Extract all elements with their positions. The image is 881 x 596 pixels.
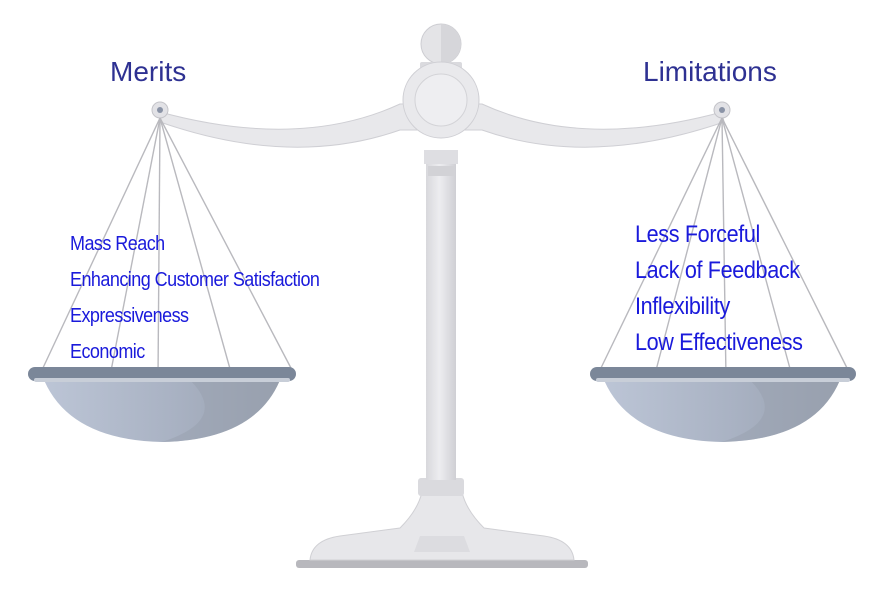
merit-item: Expressiveness xyxy=(70,305,189,327)
limitations-list: Less Forceful Lack of Feedback Inflexibi… xyxy=(635,221,803,365)
scale-base xyxy=(296,478,588,568)
limitation-item: Less Forceful xyxy=(635,221,760,248)
limitation-item: Inflexibility xyxy=(635,293,730,320)
merits-list: Mass Reach Enhancing Customer Satisfacti… xyxy=(70,231,320,375)
limitation-item: Lack of Feedback xyxy=(635,257,800,284)
merits-heading: Merits xyxy=(110,56,187,87)
scale-post xyxy=(424,150,458,480)
limitations-heading: Limitations xyxy=(643,56,777,87)
merit-item: Economic xyxy=(70,341,145,363)
left-scale-pan xyxy=(28,101,296,442)
right-scale-pan xyxy=(590,101,856,442)
limitation-item: Low Effectiveness xyxy=(635,329,803,356)
merit-item: Enhancing Customer Satisfaction xyxy=(70,269,320,291)
merit-item: Mass Reach xyxy=(70,233,165,255)
scale-top-ornament xyxy=(402,23,480,139)
